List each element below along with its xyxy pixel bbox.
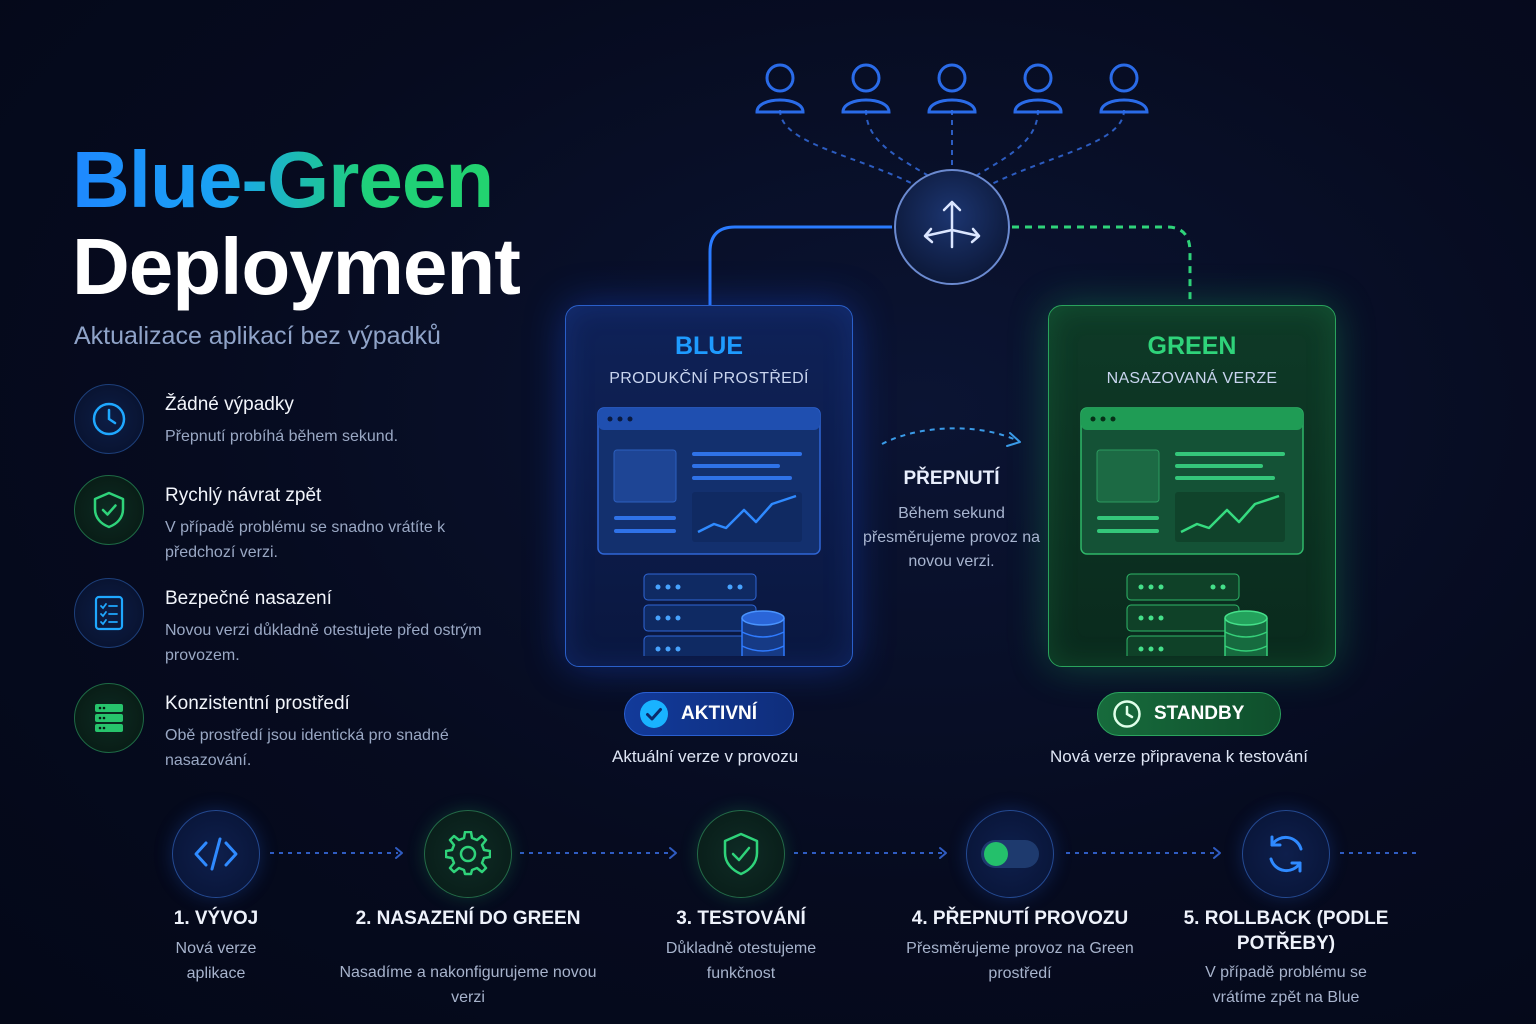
step-3-icon: [697, 810, 785, 898]
green-title: GREEN: [1147, 332, 1237, 360]
active-badge-label: AKTIVNÍ: [681, 703, 757, 724]
feature-title: Konzistentní prostředí: [165, 693, 350, 714]
feature-desc: Novou verzi důkladně otestujete před ost…: [165, 622, 482, 664]
green-environment-panel: GREEN NASAZOVANÁ VERZE: [1048, 305, 1336, 667]
check-circle-icon: [640, 700, 668, 728]
step-1-title: 1. VÝVOJ: [173, 908, 259, 929]
feature-desc: Přepnutí probíhá během sekund.: [165, 428, 399, 445]
active-badge: AKTIVNÍ: [624, 692, 794, 736]
blue-app-window-icon: [597, 407, 821, 656]
step-5-desc: V případě problému se vrátíme zpět na Bl…: [1205, 964, 1367, 1006]
feature-title: Žádné výpadky: [165, 394, 294, 415]
green-subtitle: NASAZOVANÁ VERZE: [1106, 370, 1278, 387]
switch-title: PŘEPNUTÍ: [903, 468, 1000, 489]
step-2-icon: [424, 810, 512, 898]
steps-connector: [270, 847, 1416, 859]
step-3-desc: Důkladně otestujeme funkčnost: [665, 940, 817, 982]
green-server-icon: [1126, 573, 1268, 656]
step-3-title: 3. TESTOVÁNÍ: [676, 908, 806, 929]
step-4-desc: Přesměrujeme provoz na Green prostředí: [906, 940, 1134, 982]
traffic-diagram: [708, 63, 1192, 305]
feature-no-downtime: Žádné výpadky Přepnutí probíhá během sek…: [74, 384, 514, 464]
step-1-icon: [172, 810, 260, 898]
green-status-text: Nová verze připravena k testování: [1050, 747, 1308, 766]
title-deployment: Deployment: [72, 222, 521, 311]
title-blue-green: Blue-Green: [72, 135, 494, 224]
clock-icon: [74, 384, 144, 454]
standby-badge: STANDBY: [1097, 692, 1281, 736]
step-4-title: 4. PŘEPNUTÍ PROVOZU: [911, 908, 1129, 929]
switch-arrow-icon: [881, 427, 1021, 447]
standby-badge-label: STANDBY: [1154, 703, 1245, 724]
blue-server-icon: [643, 573, 785, 656]
code-icon: [194, 837, 238, 871]
toggle-icon: [981, 840, 1039, 868]
green-app-window-icon: [1080, 407, 1304, 656]
blue-title: BLUE: [674, 332, 744, 360]
feature-safe-deploy: Bezpečné nasazení Novou verzi důkladně o…: [74, 578, 514, 664]
feature-fast-rollback: Rychlý návrat zpět V případě problému se…: [74, 475, 514, 561]
step-5-title: 5. ROLLBACK (PODLE POTŘEBY): [1183, 908, 1389, 954]
server-stack-icon: [74, 683, 144, 753]
step-5-icon: [1242, 810, 1330, 898]
feature-desc: V případě problému se snadno vrátíte k p…: [165, 519, 446, 561]
gear-icon: [445, 831, 491, 876]
step-1-desc: Nová verze aplikace: [175, 940, 257, 982]
feature-title: Rychlý návrat zpět: [165, 485, 322, 506]
clock-icon: [1113, 700, 1141, 728]
user-icon: [755, 63, 1149, 114]
blue-status-text: Aktuální verze v provozu: [612, 747, 799, 766]
feature-consistent-env: Konzistentní prostředí Obě prostředí jso…: [74, 683, 514, 769]
step-4-icon: [966, 810, 1054, 898]
refresh-icon: [1269, 835, 1303, 873]
feature-title: Bezpečné nasazení: [165, 588, 332, 609]
split-arrows-icon: [923, 200, 981, 249]
page-subtitle: Aktualizace aplikací bez výpadků: [74, 322, 441, 350]
step-2-desc: Nasadíme a nakonfigurujeme novou verzi: [339, 964, 597, 1006]
blue-subtitle: PRODUKČNÍ PROSTŘEDÍ: [609, 370, 809, 387]
shield-check-icon: [74, 475, 144, 545]
switch-desc: Během sekund přesměrujeme provoz na novo…: [863, 505, 1040, 570]
blue-environment-panel: BLUE PRODUKČNÍ PROSTŘEDÍ: [565, 305, 853, 667]
step-2-title: 2. NASAZENÍ DO GREEN: [355, 908, 581, 929]
feature-desc: Obě prostředí jsou identická pro snadné …: [165, 727, 449, 769]
shield-check-icon: [723, 832, 759, 876]
checklist-icon: [74, 578, 144, 648]
